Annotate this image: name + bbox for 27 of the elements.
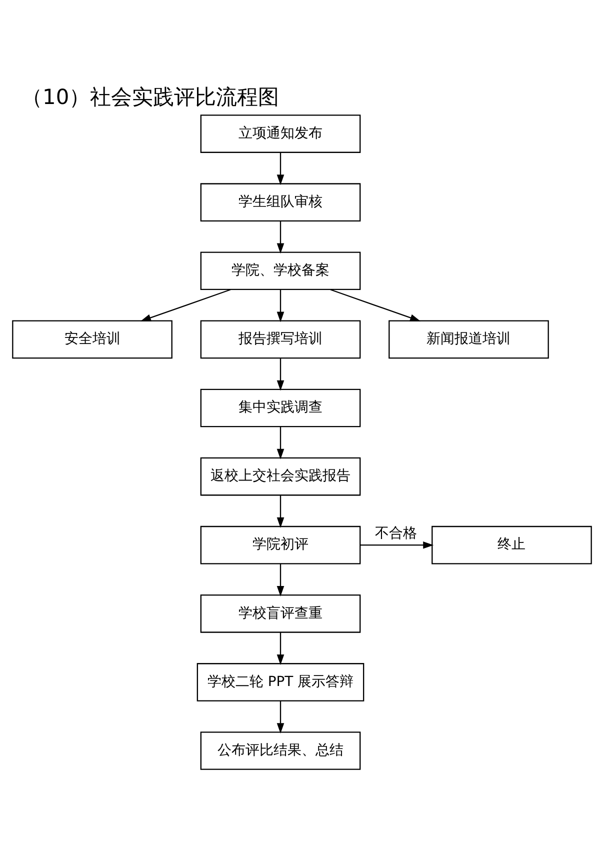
arrow xyxy=(276,426,284,460)
node-box: 学校盲评查重 xyxy=(200,594,361,633)
node-box: 报告撰写培训 xyxy=(200,320,361,359)
node-box: 集中实践调查 xyxy=(200,388,361,428)
diagram-title: （10）社会实践评比流程图 xyxy=(22,85,280,110)
arrow xyxy=(276,358,284,391)
arrow xyxy=(140,289,231,322)
arrow xyxy=(276,495,284,528)
arrow xyxy=(360,541,434,549)
node-box: 新闻报道培训 xyxy=(388,320,549,359)
node-box: 学校二轮 PPT 展示答辩 xyxy=(196,663,364,702)
edge-label: 不合格 xyxy=(375,526,418,542)
arrow xyxy=(276,290,284,322)
node-box: 学院初评 xyxy=(200,526,361,564)
arrow xyxy=(276,701,284,734)
arrow xyxy=(276,564,284,596)
node-box: 立项通知发布 xyxy=(200,114,361,153)
arrow xyxy=(330,289,421,322)
node-box: 返校上交社会实践报告 xyxy=(200,457,361,496)
node-box: 终止 xyxy=(432,526,592,564)
node-box: 学生组队审核 xyxy=(200,183,361,222)
arrow xyxy=(276,221,284,254)
node-box: 安全培训 xyxy=(12,320,172,359)
arrow xyxy=(276,632,284,665)
node-box: 公布评比结果、总结 xyxy=(200,732,361,770)
arrow xyxy=(276,152,284,186)
node-box: 学院、学校备案 xyxy=(200,252,361,290)
